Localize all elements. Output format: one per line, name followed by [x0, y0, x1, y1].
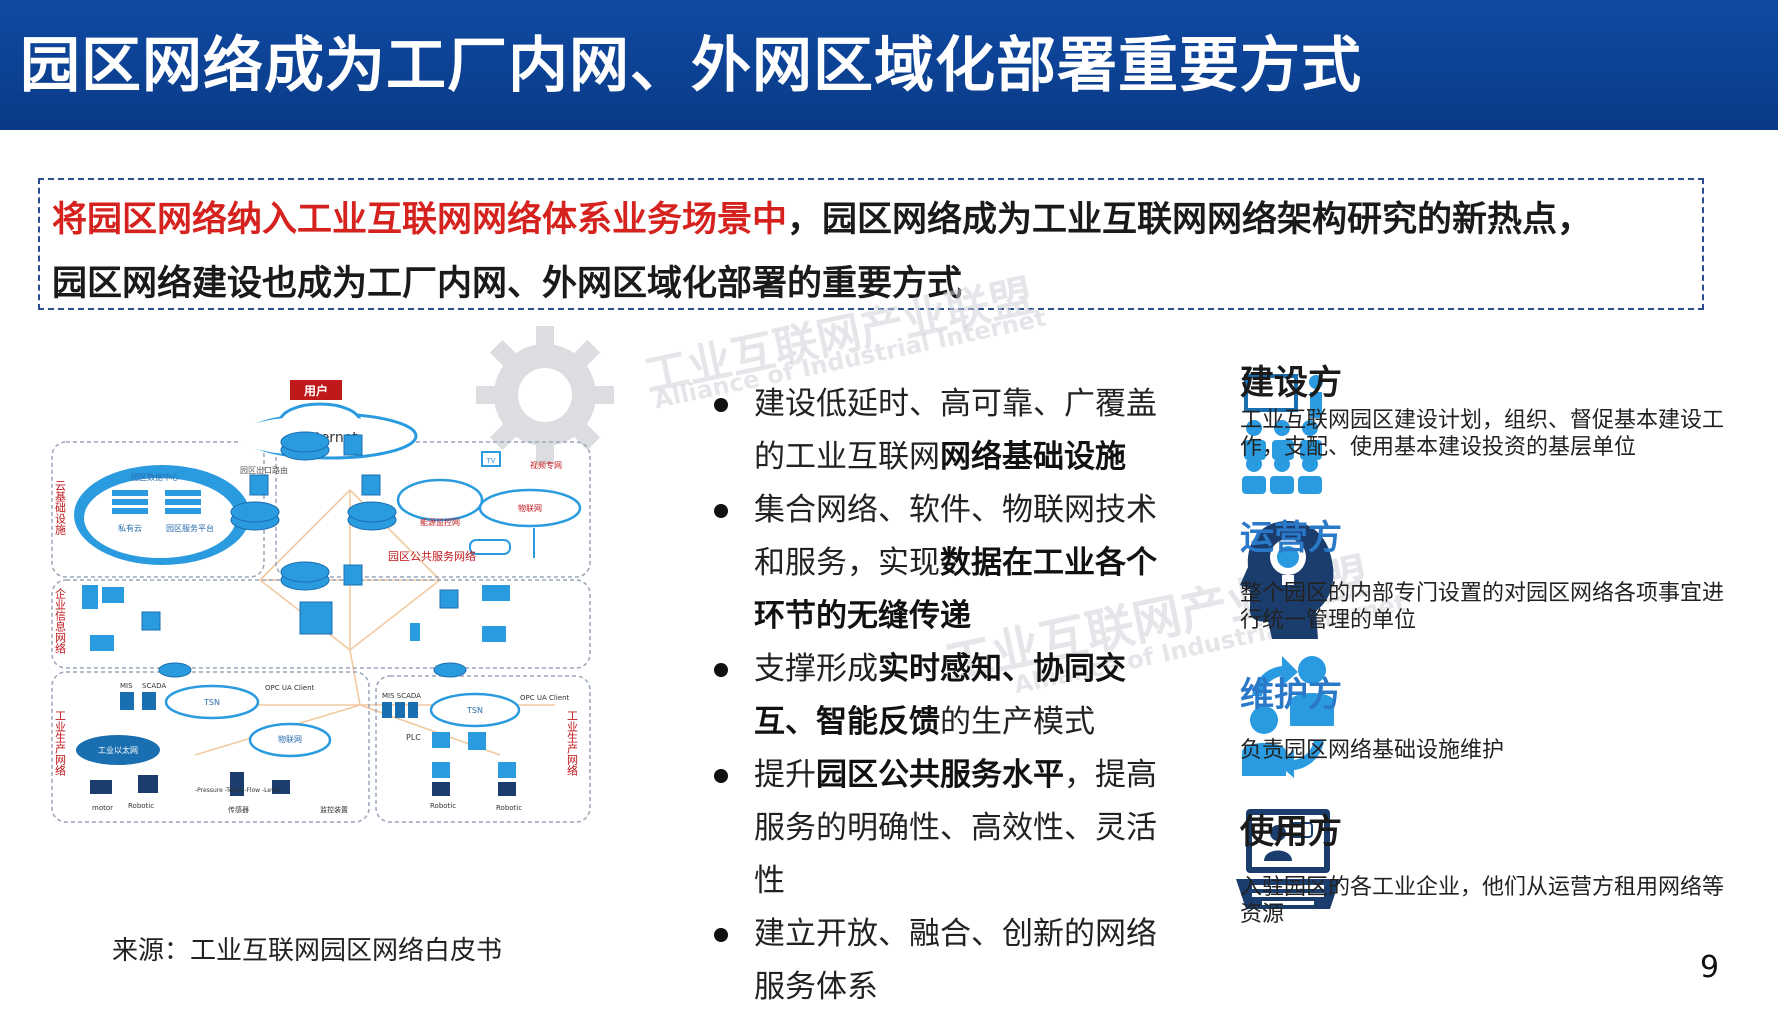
- role-user: 使用方 入驻园区的各工业企业，他们从运营方租用网络等资源: [1240, 812, 1740, 928]
- people-cycle-icon: [1242, 656, 1334, 778]
- role-builder-desc: 工业互联网园区建设计划，组织、督促基本建设工作，支配、使用基本建设投资的基层单位: [1240, 408, 1725, 460]
- enterprise-net-label: 企业信息网络: [54, 587, 67, 654]
- watermark-gear-icon: [476, 326, 614, 464]
- rfid-label: RFID: [276, 803, 290, 810]
- public-service-net-label: 园区公共服务网络: [388, 549, 476, 563]
- bullet-item: 建立开放、融合、创新的网络服务体系: [712, 908, 1182, 1014]
- mis-label: MIS: [120, 682, 133, 690]
- private-cloud-label: 私有云: [118, 523, 142, 533]
- opc-1-label: OPC UA Client: [265, 684, 315, 692]
- tsn-1-label: TSN: [203, 698, 220, 707]
- video-network-label: 视频专网: [530, 460, 562, 470]
- cloud-infra-label: 云基础设施: [54, 480, 67, 536]
- title-bar: 园区网络成为工厂内网、外网区域化部署重要方式: [0, 0, 1778, 130]
- presentation-team-icon: [1242, 374, 1323, 494]
- source-note: 来源：工业互联网园区网络白皮书: [112, 936, 503, 966]
- bullet-item: 提升园区公共服务水平，提高服务的明确性、高效性、灵活性: [712, 749, 1182, 908]
- role-operator-desc: 整个园区的内部专门设置的对园区网络各项事宜进行统一管理的单位: [1240, 581, 1725, 633]
- prod-net-left-label: 工业生产网络: [54, 710, 67, 776]
- role-user-desc: 入驻园区的各工业企业，他们从运营方租用网络等资源: [1240, 875, 1725, 927]
- tsn-2-label: TSN: [466, 706, 483, 715]
- robotic-1-label: Robotic: [128, 802, 154, 810]
- energy-monitor-label: 能源监控网: [420, 517, 460, 527]
- bullet-item: 支撑形成实时感知、协同交互、智能反馈的生产模式: [712, 643, 1182, 749]
- role-operator-title: 运营方: [1240, 518, 1342, 558]
- service-platform-label: 园区服务平台: [166, 523, 214, 533]
- iot-top-label: 物联网: [518, 503, 542, 513]
- park-network-diagram: 用户 Internet 园区出口路由 园区数据中心 私有云 园区服务平台 云基础…: [51, 380, 591, 823]
- mis-scada-2-label: MIS SCADA: [382, 692, 421, 700]
- tv-label: TV: [485, 457, 495, 465]
- role-builder-title: 建设方: [1240, 363, 1342, 403]
- role-operator: 运营方 整个园区的内部专门设置的对园区网络各项事宜进行统一管理的单位: [1240, 518, 1740, 634]
- prod-net-right-label: 工业生产网络: [566, 710, 579, 776]
- robotic-2-label: Robotic: [430, 802, 456, 810]
- role-user-title: 使用方: [1240, 812, 1342, 852]
- role-maintainer-desc: 负责园区网络基础设施维护: [1240, 738, 1505, 763]
- laptop-user-icon: [1236, 809, 1340, 909]
- role-maintainer-title: 维护方: [1240, 675, 1342, 715]
- monitor-device-label: 监控装置: [320, 805, 348, 814]
- opc-2-label: OPC UA Client: [520, 694, 570, 702]
- data-center-label: 园区数据中心: [131, 472, 179, 482]
- park-exit-router-label: 园区出口路由: [240, 465, 288, 475]
- role-maintainer: 维护方 负责园区网络基础设施维护: [1240, 675, 1740, 764]
- scada-label: SCADA: [142, 682, 166, 690]
- callout-red-text: 将园区网络纳入工业互联网网络体系业务场景中: [52, 200, 788, 240]
- role-builder: 建设方 工业互联网园区建设计划，组织、督促基本建设工作，支配、使用基本建设投资的…: [1240, 363, 1740, 461]
- callout-line-2: 园区网络建设也成为工厂内网、外网区域化部署的重要方式: [52, 264, 963, 304]
- page-number: 9: [1700, 950, 1720, 985]
- bullet-item: 集合网络、软件、物联网技术和服务，实现数据在工业各个环节的无缝传递: [712, 484, 1182, 643]
- bullet-list: 建设低延时、高可靠、广覆盖的工业互联网网络基础设施 集合网络、软件、物联网技术和…: [712, 378, 1182, 1014]
- robotic-3-label: Robotic: [496, 804, 522, 812]
- head-lightbulb-icon: [1240, 521, 1334, 639]
- page-title: 园区网络成为工厂内网、外网区域化部署重要方式: [20, 31, 1362, 101]
- sensor-list-label: -Pressure -Temp -Flow -Level: [195, 787, 280, 794]
- callout-text: ，园区网络成为工业互联网网络架构研究的新热点，: [787, 200, 1593, 240]
- industrial-ethernet-label: 工业以太网: [98, 745, 138, 755]
- callout-line-1: 将园区网络纳入工业互联网网络体系业务场景中，园区网络成为工业互联网网络架构研究的…: [52, 198, 1592, 242]
- bullet-item: 建设低延时、高可靠、广覆盖的工业互联网网络基础设施: [712, 378, 1182, 484]
- sensor-label: 传感器: [228, 805, 249, 814]
- callout-box: 将园区网络纳入工业互联网网络体系业务场景中，园区网络成为工业互联网网络架构研究的…: [38, 178, 1704, 310]
- user-label: 用户: [303, 383, 328, 398]
- motor-label: motor: [92, 804, 113, 812]
- plc-label: PLC: [406, 733, 421, 742]
- iot-bottom-label: 物联网: [278, 734, 302, 744]
